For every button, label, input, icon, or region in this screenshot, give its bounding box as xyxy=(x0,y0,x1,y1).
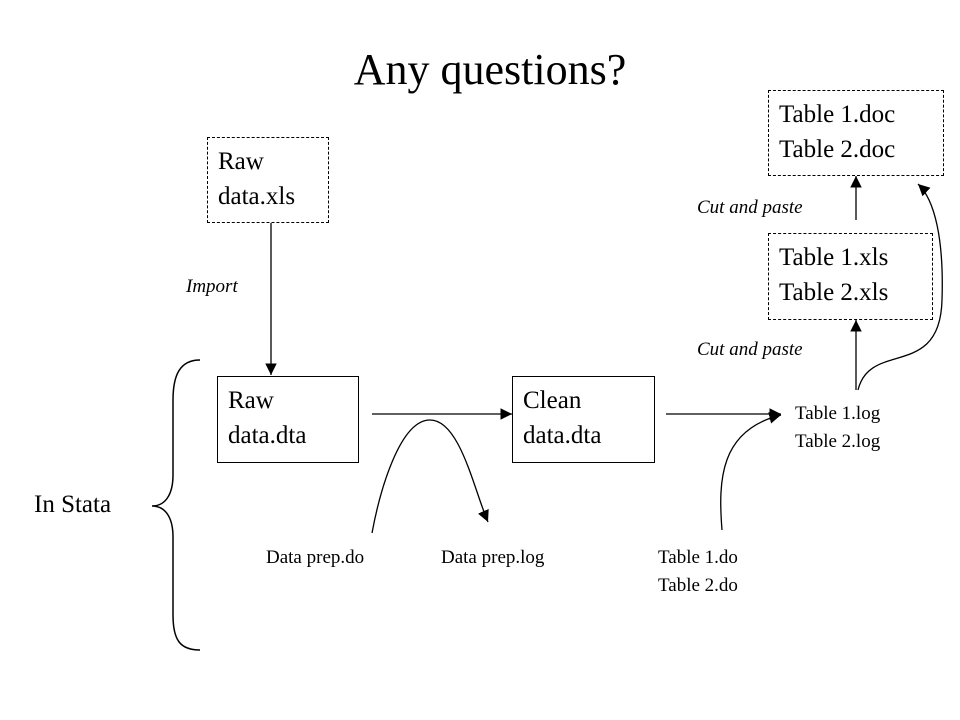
import-label: Import xyxy=(186,276,238,297)
raw-dta-line-2: data.dta xyxy=(228,422,307,449)
raw-xls-line-2: data.xls xyxy=(218,183,296,210)
tables-do-label: Table 1.do Table 2.do xyxy=(658,544,738,600)
tables-doc-box: Table 1.doc Table 2.doc xyxy=(768,90,944,176)
tables-xls-box: Table 1.xls Table 2.xls xyxy=(768,233,933,320)
tables-doc-line-2: Table 2.doc xyxy=(779,136,896,163)
clean-dta-line-2: data.dta xyxy=(523,422,602,449)
cut-paste-label-top: Cut and paste xyxy=(697,197,803,218)
tables-xls-line-2: Table 2.xls xyxy=(779,279,889,306)
tables-log-line-2: Table 2.log xyxy=(795,431,881,452)
tables-xls-line-1: Table 1.xls xyxy=(779,244,889,271)
clean-data-dta-box: Clean data.dta xyxy=(512,376,655,463)
in-stata-label: In Stata xyxy=(34,491,112,518)
raw-dta-line-1: Raw xyxy=(228,387,274,414)
raw-data-xls-box: Raw data.xls xyxy=(207,137,329,223)
tables-do-line-2: Table 2.do xyxy=(658,575,738,596)
arrow-data-prep-flow xyxy=(371,419,489,534)
raw-xls-line-1: Raw xyxy=(218,148,264,175)
tables-log-label: Table 1.log Table 2.log xyxy=(795,400,880,456)
in-stata-brace xyxy=(151,359,201,651)
tables-doc-line-1: Table 1.doc xyxy=(779,101,896,128)
data-prep-log-label: Data prep.log xyxy=(441,547,545,568)
tables-log-line-1: Table 1.log xyxy=(795,403,881,424)
arrow-table-do-to-log xyxy=(720,412,782,531)
arrow-log-to-doc xyxy=(857,183,943,391)
data-prep-do-label: Data prep.do xyxy=(266,547,365,568)
raw-data-dta-box: Raw data.dta xyxy=(217,376,359,463)
page-title: Any questions? xyxy=(353,45,627,94)
cut-paste-label-bottom: Cut and paste xyxy=(697,339,803,360)
clean-dta-line-1: Clean xyxy=(523,387,582,414)
tables-do-line-1: Table 1.do xyxy=(658,547,738,568)
